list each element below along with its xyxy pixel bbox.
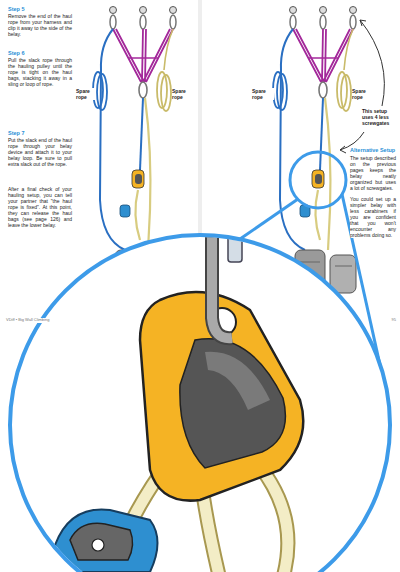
step-text: Pull the slack rope through the hauling … (8, 57, 72, 87)
part-label: Spare rope (352, 88, 374, 100)
section-heading: Alternative Setup (350, 147, 396, 154)
step-text: Put the slack end of the haul rope throu… (8, 137, 72, 167)
step-heading: Step 5 (8, 6, 72, 13)
body-text: After a final check of your hauling setu… (8, 186, 72, 228)
body-text: You could set up a simpler belay with le… (350, 196, 396, 238)
page-footer: VDiff • Big Wall Climbing (6, 318, 76, 323)
part-label: Spare rope (172, 88, 194, 100)
callout-note: This setup uses 4 less screwgates (362, 108, 396, 126)
page-number: 95 (384, 318, 396, 323)
part-label: Spare rope (252, 88, 274, 100)
step-heading: Step 7 (8, 130, 72, 137)
step-text: Remove the end of the haul rope from you… (8, 13, 72, 37)
body-text: The setup described on the previous page… (350, 155, 396, 191)
step-heading: Step 6 (8, 50, 72, 57)
part-label: Spare rope (76, 88, 96, 100)
